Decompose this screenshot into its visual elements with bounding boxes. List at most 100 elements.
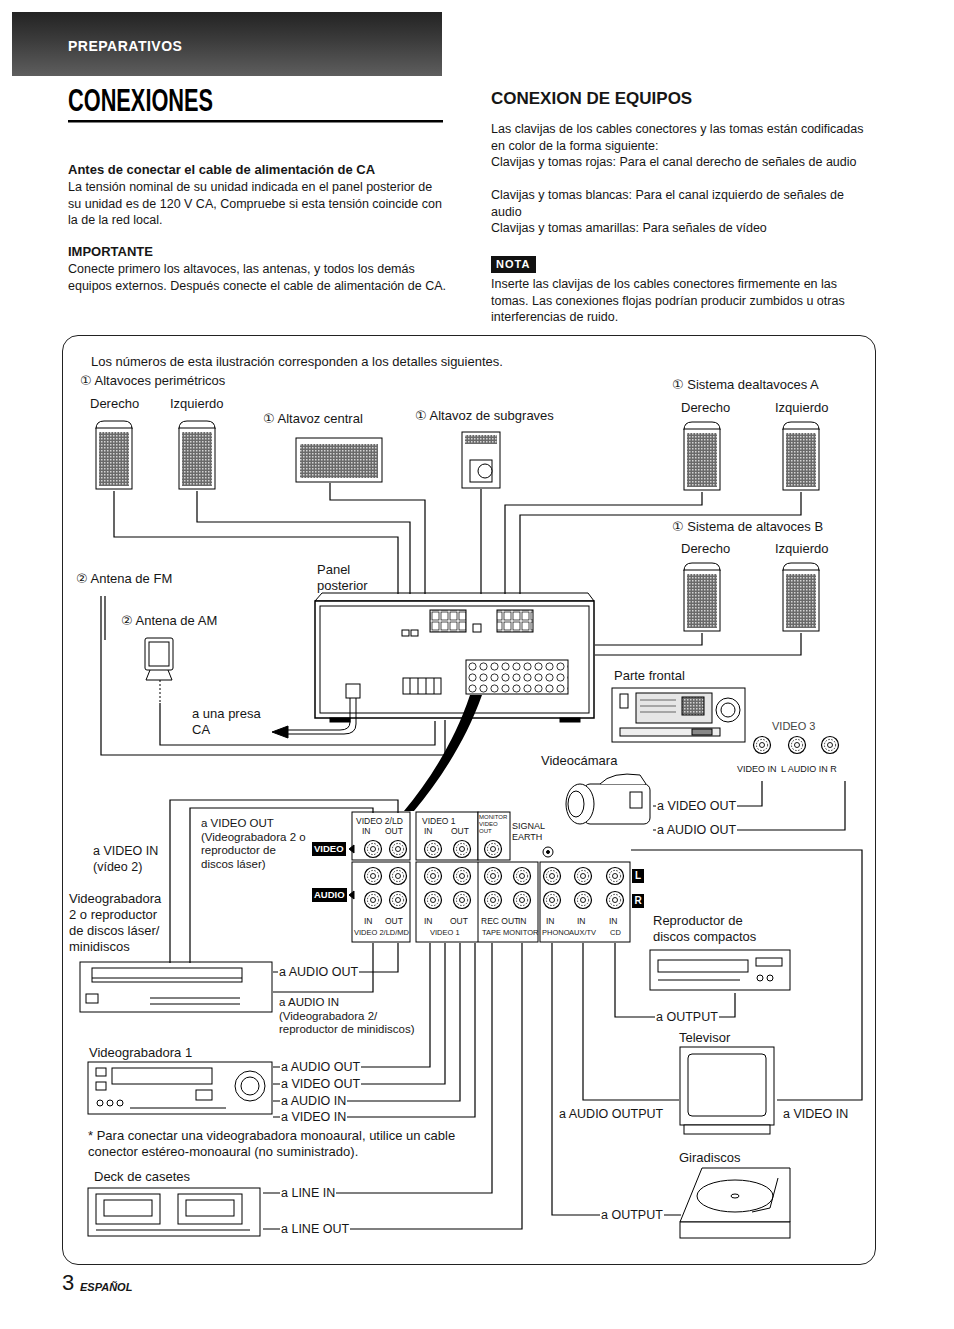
- vcr-2-drawing: [92, 968, 242, 982]
- paragraph: Las clavijas de los cables conectores y …: [491, 121, 873, 154]
- jack: [454, 892, 471, 909]
- power-cord: [346, 684, 360, 698]
- cable-connector: [263, 943, 522, 1229]
- cable-connector: [595, 633, 702, 645]
- jack-tag: VIDEO: [312, 842, 346, 856]
- cassette-deck: Deck de casetes: [89, 1186, 263, 1239]
- vcr-2: Videograbadora 2 o reproductor de discos…: [81, 963, 273, 1013]
- node-label: Izquierdo: [170, 396, 223, 412]
- connector-label: a AUDIO OUT: [278, 964, 359, 980]
- vcr-1-drawing: [196, 1090, 212, 1100]
- television-drawing: [680, 1047, 774, 1134]
- vcr-2-drawing: [80, 962, 272, 1012]
- turntable-drawing: [680, 1168, 790, 1238]
- jack-label: TAPE MONITOR: [482, 928, 538, 937]
- vcr-1-drawing: [88, 1062, 272, 1114]
- vcr-1-drawing: [241, 1077, 259, 1095]
- jack-label: OUT: [385, 826, 403, 836]
- speaker: Derecho: [684, 563, 722, 633]
- turntable-drawing: [697, 1180, 773, 1212]
- section-band: PREPARATIVOS: [12, 12, 442, 76]
- receiver-rear-drawing: [315, 593, 594, 722]
- node-label: Reproductor de discos compactos: [653, 913, 778, 945]
- enlargement-pointer: [404, 695, 482, 811]
- note-tag: NOTA: [491, 256, 536, 273]
- paragraph: Inserte las clavijas de los cables conec…: [491, 276, 873, 326]
- cable-connector: [197, 491, 410, 594]
- cassette-deck-drawing: [178, 1194, 242, 1224]
- jack-label: IN: [424, 826, 433, 836]
- callout-label: ① Altavoces perimétricos: [80, 373, 225, 389]
- cassette-deck-drawing: [104, 1200, 152, 1216]
- vcr-1-drawing: [130, 1108, 226, 1109]
- jack: [485, 841, 502, 858]
- vcr-2-drawing: [86, 994, 98, 1003]
- jack-label: REC OUT: [481, 916, 519, 926]
- turntable-drawing: [680, 1222, 790, 1238]
- jack: [544, 892, 561, 909]
- video-3-jacks: [789, 737, 806, 754]
- connector-label: a AUDIO OUT: [656, 822, 737, 838]
- jack-label: IN: [424, 916, 433, 926]
- cd-player-drawing: [767, 975, 773, 981]
- jack: [575, 868, 592, 885]
- speaker-drawing: [684, 422, 720, 490]
- jack-panel-drawing: [478, 812, 510, 860]
- jack: [425, 841, 442, 858]
- cassette-deck-drawing: [88, 1188, 260, 1236]
- jack-panel-drawing: [349, 812, 630, 942]
- receiver-rear-drawing: [473, 624, 481, 632]
- center-speaker-drawing: [300, 444, 378, 478]
- power-cord: [286, 698, 356, 734]
- receiver-rear-drawing: [411, 630, 418, 636]
- node-label: ① Altavoz central: [263, 411, 363, 427]
- node-label: Derecho: [681, 400, 730, 416]
- power-cord: [272, 726, 288, 738]
- jack-label: AUX/TV: [569, 928, 596, 937]
- callout-label: ② Antena de FM: [76, 571, 172, 587]
- receiver-rear-drawing: [403, 678, 441, 694]
- receiver-rear-drawing: [560, 718, 580, 722]
- paragraph: Clavijas y tomas blancas: Para el canal …: [491, 187, 873, 220]
- camcorder-drawing: [600, 774, 646, 784]
- receiver-rear-drawing: [402, 630, 409, 636]
- language-tag: ESPAÑOL: [80, 1281, 132, 1294]
- page-number: 3: [62, 1270, 74, 1296]
- cable-connector: [273, 943, 430, 1067]
- node-label: Panel posterior: [317, 562, 379, 594]
- jack-label: IN: [518, 916, 527, 926]
- jack-label: L AUDIO IN R: [781, 764, 837, 775]
- cable-connector: [615, 943, 735, 1017]
- jack: [485, 868, 502, 885]
- jack: [425, 892, 442, 909]
- camcorder-drawing: [568, 791, 584, 817]
- am-antenna: ② Antena de AM: [141, 637, 181, 703]
- connector-label: a VIDEO IN: [782, 1106, 849, 1122]
- page-title: CONEXIONES: [68, 82, 213, 118]
- vcr-1-drawing: [96, 1082, 106, 1090]
- section-heading: CONEXION DE EQUIPOS: [491, 89, 692, 109]
- connector-label: a AUDIO OUT: [280, 1059, 361, 1075]
- receiver-rear-drawing: [497, 610, 533, 632]
- vcr-1-drawing: [96, 1068, 106, 1076]
- cable-connector: [273, 943, 475, 1117]
- jack-label: CD: [610, 928, 621, 937]
- speaker: Derecho: [96, 421, 134, 491]
- vcr-2-drawing: [80, 962, 272, 1012]
- cassette-deck-drawing: [96, 1230, 250, 1231]
- connector-label: a LINE IN: [280, 1185, 336, 1201]
- diagram-frame: Los números de esta ilustración correspo…: [62, 335, 876, 1265]
- node-label: Izquierdo: [775, 400, 828, 416]
- vcr-1-drawing: [117, 1100, 123, 1106]
- receiver-front-drawing: [612, 688, 745, 742]
- vcr-1-drawing: [97, 1100, 103, 1106]
- cable-connector: [520, 492, 801, 594]
- cable-connector: [273, 943, 460, 1101]
- node-label: Videograbadora 1: [89, 1045, 192, 1061]
- connector-label: a AUDIO IN (Videograbadora 2/ reproducto…: [278, 996, 425, 1037]
- title-rule: [68, 120, 443, 123]
- jack: [514, 892, 531, 909]
- node-label: ① Altavoz de subgraves: [415, 408, 554, 424]
- cd-player-drawing: [756, 958, 782, 966]
- node-label: Videocámara: [541, 753, 617, 769]
